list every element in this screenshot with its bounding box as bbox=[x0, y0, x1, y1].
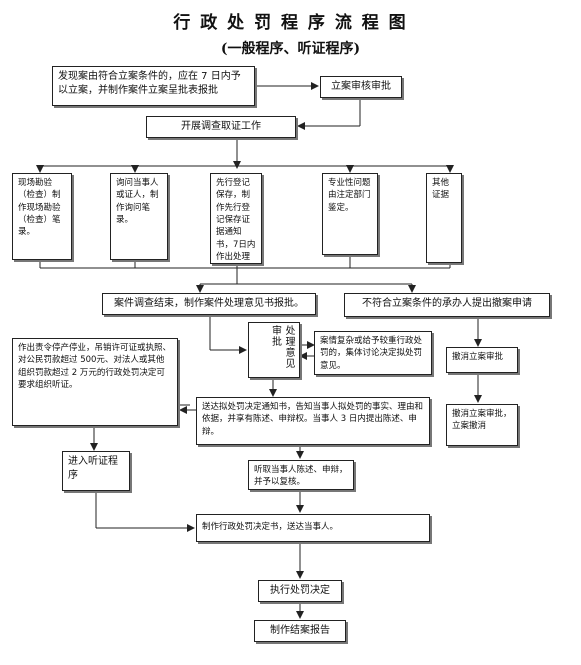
preservation-box: 先行登记保存，制作先行登记保存证据通知书，7日内作出处理 bbox=[210, 173, 262, 264]
pre-notice-box: 送达拟处罚决定通知书，告知当事人拟处罚的事实、理由和依据，并享有陈述、申辩权。当… bbox=[196, 397, 430, 445]
hearing-process-box: 进入听证程序 bbox=[62, 451, 130, 491]
page-subtitle: (一般程序、听证程序) bbox=[220, 41, 361, 57]
onsite-inspection-box: 现场勘验（检查）制作现场勘验（检查）笔录。 bbox=[12, 173, 72, 260]
hearing-rights-box: 作出责令停产停业，吊销许可证或执照、对公民罚款超过 500元、对法人或其他组织罚… bbox=[12, 338, 178, 426]
withdraw-approval-box: 撤消立案审批 bbox=[446, 347, 518, 373]
decision-box: 制作行政处罚决定书，送达当事人。 bbox=[196, 514, 430, 542]
closing-report-box: 制作结案报告 bbox=[254, 620, 346, 642]
other-evidence-box: 其他证据 bbox=[426, 173, 462, 263]
filing-condition-box: 发现案由符合立案条件的，应在 7 日内予以立案，并制作案件立案呈批表报批 bbox=[52, 66, 255, 106]
page-title: 行 政 处 罚 程 序 流 程 图 bbox=[173, 13, 408, 33]
statement-review-box: 听取当事人陈述、申辩，并予以复核。 bbox=[248, 460, 354, 490]
filing-approval-box: 立案审核审批 bbox=[320, 76, 402, 98]
inquiry-box: 询问当事人或证人，制作询问笔录。 bbox=[110, 173, 168, 260]
collective-discussion-box: 案情复杂或给予较重行政处罚的，集体讨论决定拟处罚意见。 bbox=[314, 331, 432, 375]
handling-opinion-box: 处理意见审批 bbox=[248, 322, 300, 378]
withdraw-cancel-box: 撤消立案审批，立案撤消 bbox=[446, 404, 518, 446]
execution-box: 执行处罚决定 bbox=[258, 580, 342, 602]
withdraw-apply-box: 不符合立案条件的承办人提出撤案申请 bbox=[344, 293, 550, 317]
investigation-box: 开展调查取证工作 bbox=[146, 116, 296, 138]
expert-opinion-box: 专业性问题由注定部门鉴定。 bbox=[322, 173, 378, 255]
case-end-box: 案件调查结束，制作案件处理意见书报批。 bbox=[102, 293, 316, 315]
